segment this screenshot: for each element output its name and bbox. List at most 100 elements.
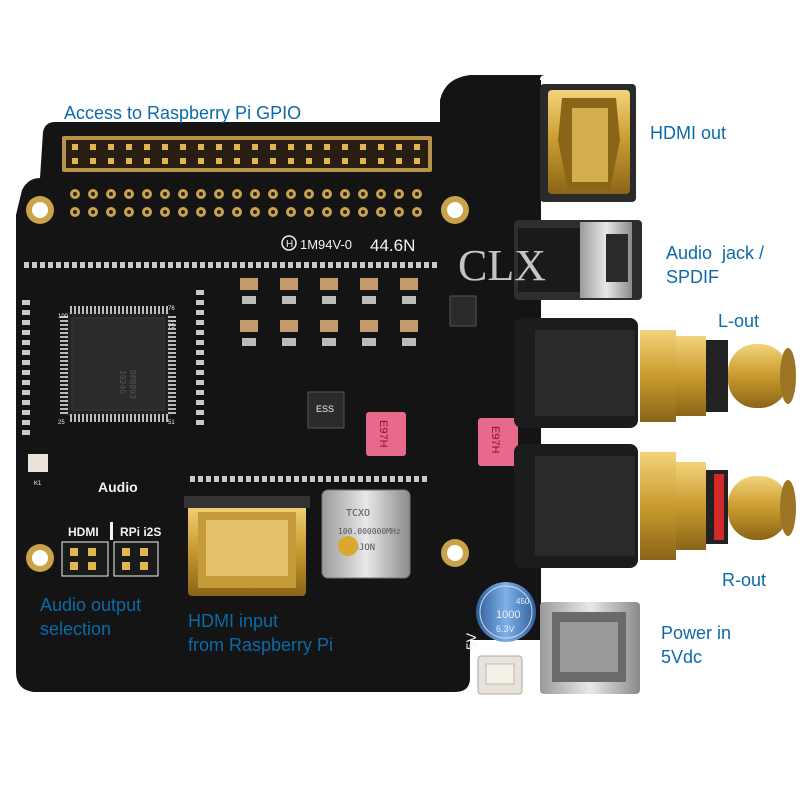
smd-part bbox=[216, 262, 221, 268]
gpio-pin bbox=[180, 158, 186, 164]
smd-part bbox=[402, 338, 416, 346]
pin-76-label: 76 bbox=[168, 306, 175, 312]
gpio-pin bbox=[90, 158, 96, 164]
smd-part bbox=[406, 476, 411, 482]
smd-part bbox=[390, 476, 395, 482]
smd-part bbox=[320, 320, 338, 332]
electrolytic-capacitor: 450 1000 6.3V bbox=[476, 582, 536, 642]
smd-part bbox=[360, 320, 378, 332]
smd-part bbox=[416, 262, 421, 268]
smd-part bbox=[240, 278, 258, 290]
smd-part bbox=[136, 262, 141, 268]
gpio-pin bbox=[180, 144, 186, 150]
gpio-pin bbox=[216, 144, 222, 150]
gpio-pin bbox=[162, 158, 168, 164]
gpio-pin bbox=[198, 158, 204, 164]
ess-text: ESS bbox=[316, 404, 334, 414]
pin-100-label: 100 bbox=[58, 314, 69, 320]
film-capacitors: E97H E97H bbox=[366, 412, 518, 466]
smd-part bbox=[196, 310, 204, 315]
smd-part bbox=[362, 296, 376, 304]
gpio-pin bbox=[126, 158, 132, 164]
gpio-pin bbox=[342, 144, 348, 150]
hdmi-silk: HDMI bbox=[68, 525, 99, 539]
smd-part bbox=[402, 296, 416, 304]
jumper-pin bbox=[122, 562, 130, 570]
smd-part bbox=[432, 262, 437, 268]
chip-text-2: DP8893 bbox=[128, 370, 137, 399]
smd-part bbox=[320, 278, 338, 290]
gpio-pin bbox=[288, 158, 294, 164]
smd-part bbox=[206, 476, 211, 482]
chip-text-1: 1624G bbox=[118, 370, 127, 394]
smd-part bbox=[350, 476, 355, 482]
smd-part bbox=[224, 262, 229, 268]
gpio-pin bbox=[360, 144, 366, 150]
gpio-pin bbox=[414, 158, 420, 164]
gpio-pin bbox=[234, 158, 240, 164]
smd-part bbox=[196, 410, 204, 415]
smd-part bbox=[22, 320, 30, 325]
smd-part bbox=[242, 296, 256, 304]
smd-part bbox=[360, 262, 365, 268]
smd-part bbox=[104, 262, 109, 268]
smd-part bbox=[196, 370, 204, 375]
smd-part bbox=[296, 262, 301, 268]
audio-jack bbox=[514, 220, 642, 300]
label-audio-jack-line2: SPDIF bbox=[666, 267, 720, 287]
film-cap-text-1: E97H bbox=[377, 420, 389, 448]
smd-part bbox=[22, 430, 30, 435]
smd-part bbox=[88, 262, 93, 268]
smd-part bbox=[190, 476, 195, 482]
label-gpio: Access to Raspberry Pi GPIO bbox=[64, 101, 301, 125]
smd-part bbox=[342, 476, 347, 482]
pin-51-label: 51 bbox=[168, 420, 175, 426]
gpio-pin bbox=[396, 144, 402, 150]
smd-part bbox=[360, 278, 378, 290]
pin-25-label: 25 bbox=[58, 420, 65, 426]
film-cap-text-2: E97H bbox=[489, 426, 501, 454]
smd-part bbox=[240, 320, 258, 332]
gpio-pin bbox=[252, 158, 258, 164]
jumper-pin bbox=[88, 562, 96, 570]
smd-part bbox=[196, 290, 204, 295]
label-power-in-line1: Power in bbox=[661, 623, 732, 643]
label-hdmi-out-text: HDMI out bbox=[650, 123, 727, 143]
smd-part bbox=[22, 380, 30, 385]
gpio-pin bbox=[288, 144, 294, 150]
smd-part bbox=[278, 476, 283, 482]
smd-part bbox=[32, 262, 37, 268]
smd-part bbox=[282, 338, 296, 346]
gpio-pin bbox=[162, 144, 168, 150]
smd-part bbox=[312, 262, 317, 268]
smd-part bbox=[22, 410, 30, 415]
smd-part bbox=[144, 262, 149, 268]
jumper-pin bbox=[140, 548, 148, 556]
smd-part bbox=[22, 370, 30, 375]
smd-part bbox=[152, 262, 157, 268]
label-aos-line1: Audio output bbox=[40, 595, 142, 615]
pin-75-label: 75 bbox=[168, 324, 175, 330]
smd-part bbox=[424, 262, 429, 268]
label-hdmi-input-line2: from Raspberry Pi bbox=[188, 635, 334, 655]
gpio-pin bbox=[306, 144, 312, 150]
smd-part bbox=[302, 476, 307, 482]
smd-part bbox=[238, 476, 243, 482]
gpio-pin bbox=[108, 144, 114, 150]
label-audio-output-selection: Audio output selection bbox=[40, 593, 141, 641]
smd-part bbox=[22, 350, 30, 355]
gpio-pin bbox=[198, 144, 204, 150]
gpio-pin bbox=[126, 144, 132, 150]
smd-part bbox=[400, 320, 418, 332]
smd-part bbox=[96, 262, 101, 268]
hdmi-out-port bbox=[540, 84, 636, 202]
gpio-header bbox=[62, 136, 432, 217]
jumper-pin bbox=[140, 562, 148, 570]
smd-part bbox=[80, 262, 85, 268]
main-chip: 1624G DP8893 76 100 75 25 51 bbox=[58, 306, 176, 426]
dc-power-jack bbox=[540, 602, 640, 694]
smd-part bbox=[322, 296, 336, 304]
label-hdmi-input: HDMI input from Raspberry Pi bbox=[188, 609, 333, 657]
smd-part bbox=[336, 262, 341, 268]
cap-rating-1: 450 bbox=[516, 597, 530, 606]
